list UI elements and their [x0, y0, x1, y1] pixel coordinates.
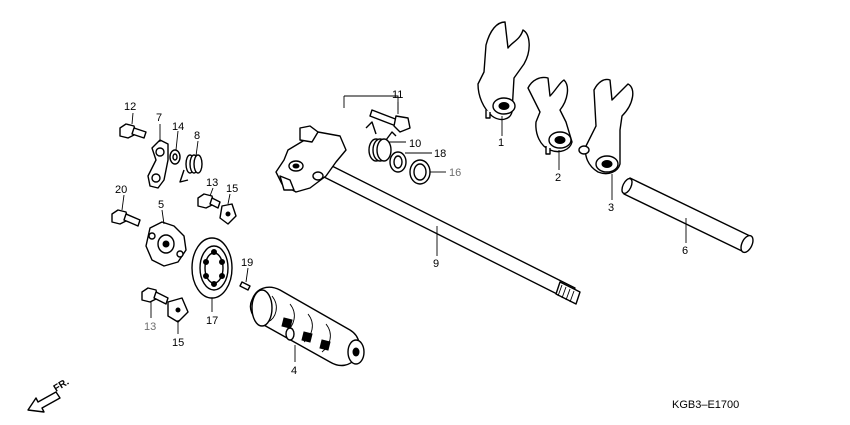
label-part-18: 18 [434, 148, 446, 160]
label-part-16: 16 [449, 167, 461, 179]
label-part-19: 19 [241, 257, 253, 269]
shift-drum[interactable] [249, 286, 365, 367]
label-part-4: 4 [291, 365, 297, 377]
label-part-13-lower: 13 [144, 321, 156, 333]
label-part-7: 7 [156, 112, 162, 124]
shift-fork-1[interactable] [477, 21, 530, 121]
label-part-3: 3 [608, 202, 614, 214]
diagram-code: KGB3–E1700 [672, 399, 739, 411]
label-part-9: 9 [433, 258, 439, 270]
stopper-spring[interactable] [179, 154, 203, 183]
label-part-14: 14 [172, 121, 184, 133]
label-part-15-upper: 15 [226, 183, 238, 195]
label-part-13-upper: 13 [206, 177, 218, 189]
oil-seal-16[interactable] [409, 159, 431, 185]
collar-18[interactable] [389, 151, 407, 173]
label-part-17: 17 [206, 315, 218, 327]
stopper-arm[interactable] [147, 139, 169, 189]
bolt-20[interactable] [111, 209, 141, 227]
front-arrow-icon [27, 391, 61, 413]
label-part-20: 20 [115, 184, 127, 196]
shift-fork-2[interactable] [527, 76, 573, 155]
part-labels: 1 2 3 4 5 6 7 8 9 10 11 12 13 13 14 15 1… [115, 89, 688, 377]
shift-fork-3[interactable] [578, 78, 634, 175]
bolt-12[interactable] [119, 123, 147, 139]
leader-lines [121, 102, 687, 362]
washer-14[interactable] [169, 149, 181, 165]
label-part-6: 6 [682, 245, 688, 257]
label-part-2: 2 [555, 172, 561, 184]
bearing-17[interactable] [191, 237, 233, 299]
plate-15-upper[interactable] [219, 203, 237, 225]
label-part-8: 8 [194, 130, 200, 142]
bolt-11[interactable] [343, 95, 411, 133]
plate-15-lower[interactable] [167, 297, 189, 323]
bolt-13-lower[interactable] [141, 287, 169, 305]
label-part-10: 10 [409, 138, 421, 150]
front-marker-label: FR. [52, 377, 72, 395]
bolt-13-upper[interactable] [197, 193, 221, 209]
front-direction-marker: FR. [27, 377, 72, 413]
pin-19[interactable] [239, 281, 251, 291]
gearshift-spindle[interactable] [275, 125, 581, 305]
label-part-1: 1 [498, 137, 504, 149]
return-spring[interactable] [365, 121, 397, 162]
label-part-5: 5 [158, 199, 164, 211]
label-part-15-lower: 15 [172, 337, 184, 349]
label-part-11: 11 [392, 89, 403, 101]
shift-drum-center[interactable] [145, 221, 187, 267]
label-part-12: 12 [124, 101, 136, 113]
fork-shaft[interactable] [620, 177, 756, 254]
